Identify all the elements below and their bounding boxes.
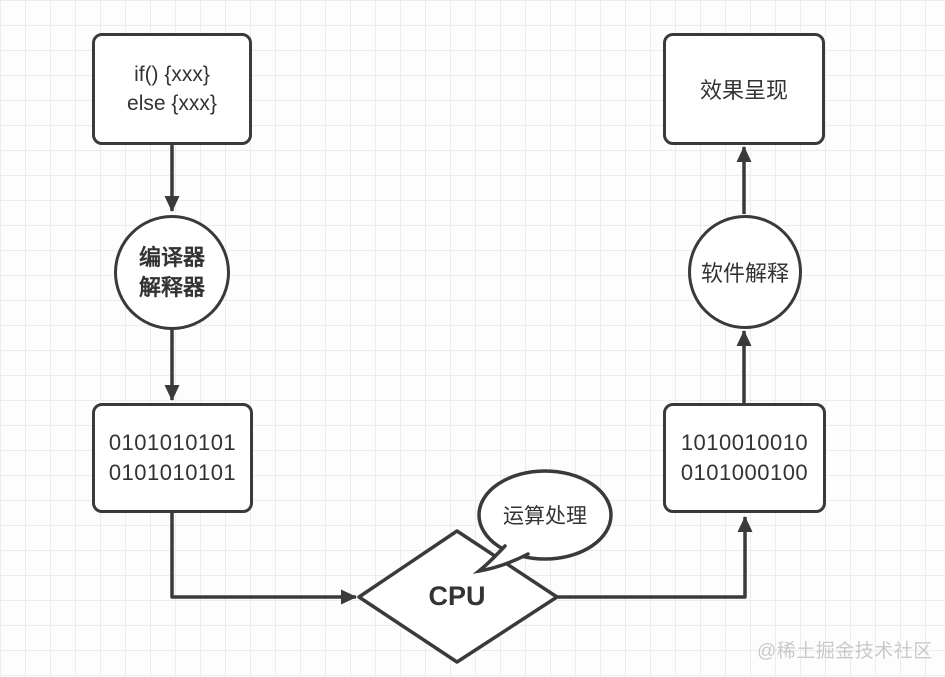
code-line-1: if() {xxx} — [134, 63, 210, 86]
software-circle: 软件解释 — [688, 215, 802, 329]
speech-bubble-shape — [477, 469, 613, 561]
compiler-line-2: 解释器 — [138, 274, 205, 300]
compiler-line-1: 编译器 — [138, 244, 205, 270]
result-box: 效果呈现 — [663, 33, 825, 145]
result-label: 效果呈现 — [699, 78, 788, 103]
cpu-label: CPU — [428, 580, 486, 611]
speech-bubble-tail — [472, 544, 530, 574]
binary-right-line-1: 1010010010 — [680, 430, 809, 455]
speech-bubble-label: 运算处理 — [503, 505, 587, 528]
binary-right-box: 1010010010 0101000100 — [663, 403, 826, 513]
code-box: if() {xxx} else {xxx} — [92, 33, 252, 145]
binary-left-box: 0101010101 0101010101 — [92, 403, 253, 513]
compiler-circle: 编译器 解释器 — [114, 215, 230, 330]
binary-left-line-2: 0101010101 — [108, 460, 237, 485]
cpu-diamond-shape — [357, 529, 559, 664]
connector-cpu-to-binary-right — [556, 516, 753, 599]
software-label: 软件解释 — [700, 261, 789, 286]
watermark: @稀土掘金技术社区 — [757, 641, 933, 662]
binary-right-line-2: 0101000100 — [680, 460, 809, 485]
code-line-2: else {xxx} — [127, 92, 217, 115]
connector-binary-left-to-cpu — [170, 513, 357, 605]
binary-left-line-1: 0101010101 — [108, 430, 237, 455]
